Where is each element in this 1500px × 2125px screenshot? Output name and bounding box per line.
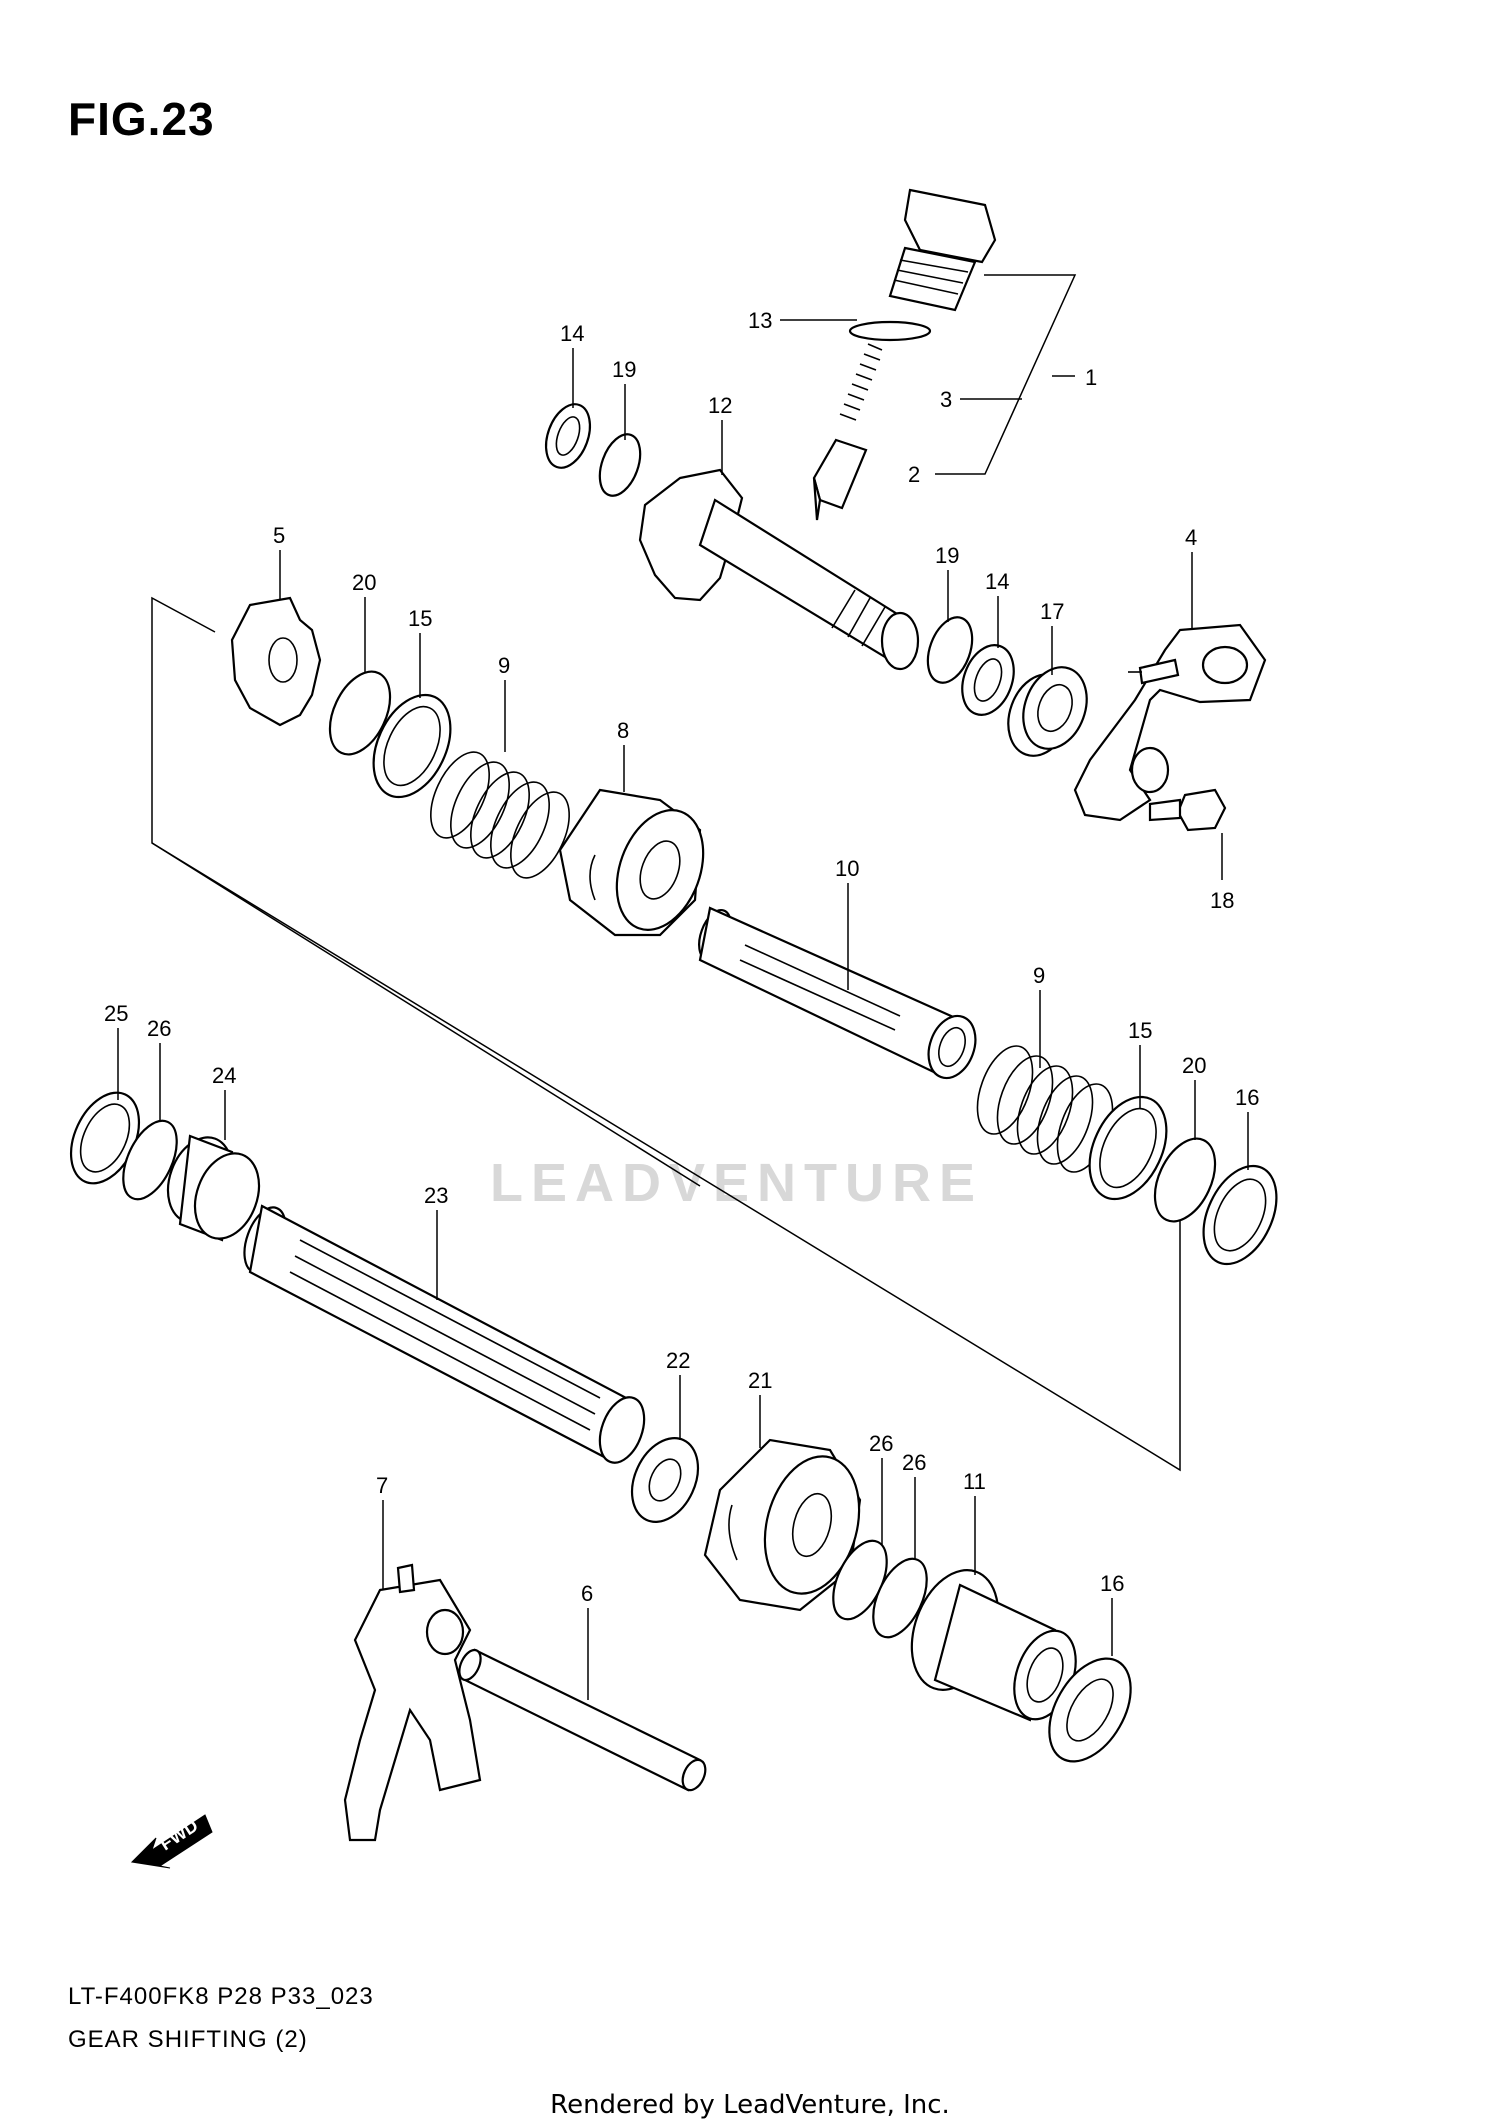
callout-13: 13: [748, 308, 772, 333]
callout-16a: 16: [1235, 1085, 1259, 1110]
circlip-19-top: [598, 433, 642, 497]
callout-14b: 14: [985, 569, 1009, 594]
retainer-22: [630, 1437, 700, 1523]
callout-15b: 15: [1128, 1018, 1152, 1043]
bushing-11: [910, 1569, 1077, 1722]
callout-3: 3: [940, 387, 952, 412]
callout-12: 12: [708, 393, 732, 418]
callout-11: 11: [963, 1469, 986, 1494]
gear-5: [230, 596, 322, 727]
spring-9-left: [430, 751, 570, 879]
washer-15-right: [1088, 1095, 1168, 1201]
figure-title: FIG.23: [68, 93, 215, 145]
callout-9a: 9: [498, 653, 510, 678]
circlip-20-right: [1153, 1137, 1217, 1223]
circlip-20-left: [328, 670, 392, 756]
washer-16-right: [1202, 1164, 1278, 1266]
callout-16b: 16: [1100, 1571, 1124, 1596]
washer-14-top: [544, 403, 592, 469]
shift-fork-7: [343, 1563, 482, 1842]
callout-8: 8: [617, 718, 629, 743]
callout-14a: 14: [560, 321, 584, 346]
washer-14-right: [961, 644, 1015, 716]
washer-13: [848, 320, 932, 342]
oil-seal-17: [1007, 666, 1088, 757]
fork-shaft-6: [458, 1648, 707, 1792]
fwd-arrow-icon: FWD: [130, 1814, 213, 1869]
watermark: LEADVENTURE: [490, 1153, 984, 1213]
callout-1: 1: [1085, 365, 1097, 390]
pin-2: [812, 438, 868, 521]
leader-lines: [117, 348, 1249, 1700]
gearshift-arm-4: [1073, 623, 1267, 822]
shift-cam-21: [703, 1438, 862, 1612]
callout-20b: 20: [1182, 1053, 1206, 1078]
callout-23: 23: [424, 1183, 448, 1208]
callout-4: 4: [1185, 525, 1197, 550]
callout-24: 24: [212, 1063, 236, 1088]
callout-2: 2: [908, 462, 920, 487]
callout-5: 5: [273, 523, 285, 548]
rendered-by-credit: Rendered by LeadVenture, Inc.: [550, 2090, 950, 2120]
callout-26b: 26: [869, 1431, 893, 1456]
callout-19b: 19: [935, 543, 959, 568]
shaft-23: [243, 1204, 646, 1464]
circlip-19-right: [926, 616, 974, 684]
callout-18: 18: [1210, 888, 1234, 913]
callout-25: 25: [104, 1001, 128, 1026]
callout-15a: 15: [408, 606, 432, 631]
section-title: GEAR SHIFTING (2): [68, 2026, 308, 2053]
callout-9b: 9: [1033, 963, 1045, 988]
spring-3: [839, 343, 883, 421]
bolt-18: [1148, 788, 1227, 832]
callout-26c: 26: [902, 1450, 926, 1475]
shift-shaft-12: [638, 468, 920, 671]
circlip-26-right: [872, 1557, 928, 1639]
callout-22: 22: [666, 1348, 690, 1373]
washer-15-left: [372, 693, 452, 799]
callout-7: 7: [376, 1473, 388, 1498]
callout-26a: 26: [147, 1016, 171, 1041]
shaft-10: [698, 906, 977, 1080]
callout-labels: 1 2 3 4 5 6 7 8 9 9 10 11 12 13 14 14 15…: [104, 308, 1259, 1606]
shift-stopper-bolt: [888, 188, 997, 312]
callout-20a: 20: [352, 570, 376, 595]
circlip-26-left: [122, 1119, 178, 1201]
callout-17: 17: [1040, 599, 1064, 624]
callout-10: 10: [835, 856, 859, 881]
model-code: LT-F400FK8 P28 P33_023: [68, 1983, 374, 2010]
callout-21: 21: [748, 1368, 772, 1393]
callout-6: 6: [581, 1581, 593, 1606]
bushing-24: [166, 1134, 261, 1242]
cam-8: [558, 788, 705, 937]
callout-19a: 19: [612, 357, 636, 382]
